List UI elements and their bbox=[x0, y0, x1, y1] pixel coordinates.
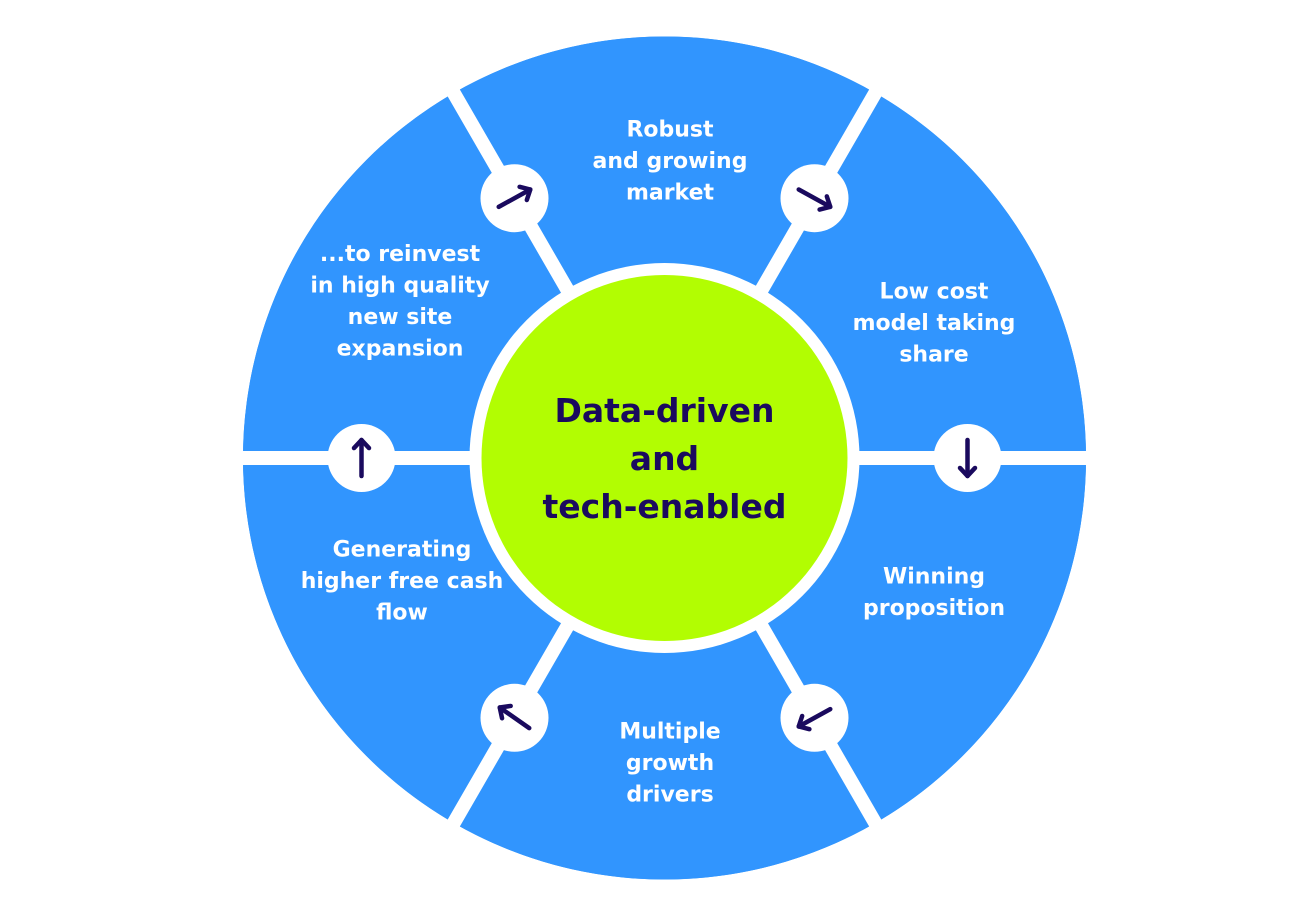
segment-label-free-cash-flow: Generating higher free cash flow bbox=[301, 538, 504, 626]
arrow-up-right-icon bbox=[496, 184, 533, 210]
segment-label-line: proposition bbox=[863, 596, 1005, 621]
arrow-up-left-icon bbox=[497, 703, 532, 731]
arrow-up-icon bbox=[351, 437, 372, 479]
segment-label-line: expansion bbox=[337, 336, 464, 361]
arrow-lowcost-to-winning bbox=[933, 424, 1002, 492]
segment-label-line: Low cost bbox=[880, 280, 989, 305]
arrow-growth-to-cashflow bbox=[480, 683, 549, 752]
segment-label-line: growth bbox=[626, 751, 714, 776]
arrow-down-left-icon bbox=[796, 706, 833, 732]
segment-label-line: Robust bbox=[626, 118, 714, 143]
segment-label-reinvest: ...to reinvest in high quality new site exp… bbox=[310, 242, 489, 362]
segment-label-line: and growing bbox=[593, 149, 748, 174]
segment-label-growth-drivers: Multiple growth drivers bbox=[619, 720, 720, 808]
segment-label-line: new site bbox=[348, 305, 453, 330]
center-hub: Data-driven and tech-enabled bbox=[469, 263, 860, 653]
arrow-cashflow-to-reinvest bbox=[327, 424, 396, 492]
arrow-down-right-icon bbox=[796, 187, 833, 212]
segment-label-line: model taking bbox=[853, 311, 1016, 336]
arrow-winning-to-growth bbox=[780, 683, 849, 752]
arrow-robust-to-lowcost bbox=[780, 164, 849, 233]
arrow-reinvest-to-robust bbox=[480, 164, 549, 233]
hub-title-line: Data-driven bbox=[555, 391, 775, 430]
segment-label-line: Generating bbox=[333, 538, 472, 563]
segment-label-low-cost-model: Low cost model taking share bbox=[853, 280, 1016, 368]
segment-label-line: market bbox=[626, 181, 715, 206]
segment-label-line: Winning bbox=[883, 564, 985, 589]
segment-label-line: drivers bbox=[626, 783, 713, 808]
segment-robust-market bbox=[453, 36, 876, 458]
segment-growth-drivers bbox=[453, 458, 876, 880]
segment-label-line: Multiple bbox=[619, 720, 720, 745]
hub-circle bbox=[481, 275, 848, 641]
hub-title-line: tech-enabled bbox=[543, 487, 787, 526]
segment-label-line: flow bbox=[376, 601, 428, 626]
arrow-down-icon bbox=[957, 437, 978, 479]
segment-label-line: higher free cash bbox=[301, 569, 504, 594]
segment-label-line: in high quality bbox=[310, 273, 489, 298]
segment-label-line: ...to reinvest bbox=[320, 242, 481, 267]
connectors-layer bbox=[327, 164, 1002, 752]
segment-label-line: share bbox=[899, 343, 968, 368]
segment-label-winning-proposition: Winning proposition bbox=[863, 564, 1005, 621]
segment-label-robust-market: Robust and growing market bbox=[593, 118, 748, 206]
hub-title-line: and bbox=[630, 439, 699, 478]
